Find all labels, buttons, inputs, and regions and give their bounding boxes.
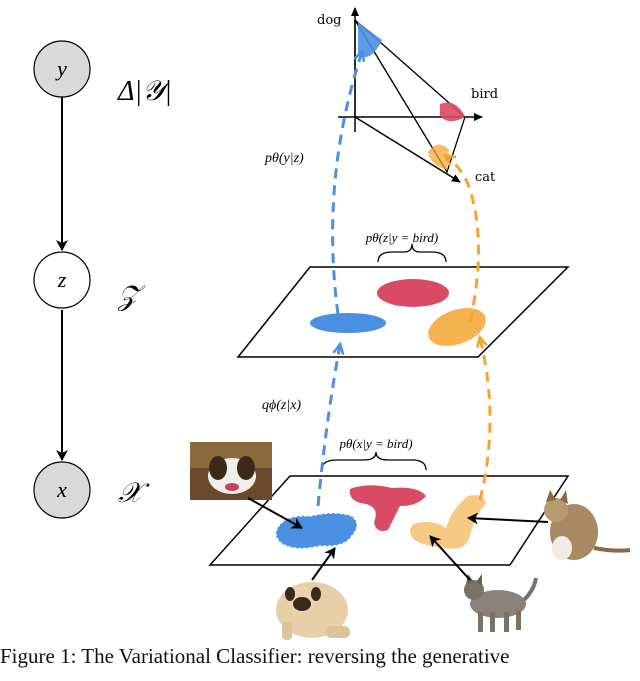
simplex-label-dog: dog: [317, 13, 341, 28]
p-x-given-y-label: pθ(x|y = bird): [338, 436, 412, 451]
figure-caption: Figure 1: The Variational Classifier: re…: [0, 644, 510, 668]
simplex-label-bird: bird: [471, 87, 498, 102]
simplex-axis-cat: [354, 116, 461, 183]
latent-dog-cluster: [310, 313, 386, 333]
data-plane: pθ(x|y = bird): [208, 436, 570, 566]
data-bird-blob: [349, 485, 426, 531]
p-z-given-y-label: pθ(z|y = bird): [365, 230, 438, 245]
space-z-label: 𝒵: [117, 281, 146, 312]
cat-flow-x-to-z: [480, 338, 492, 501]
q-z-given-x-label: qϕ(z|x): [262, 398, 301, 413]
cat-photo-icon: [544, 490, 631, 560]
node-y: [33, 40, 91, 98]
latent-brace: [377, 243, 447, 263]
latent-plane: pθ(z|y = bird): [236, 230, 570, 358]
cat-flow-z-to-y: [446, 156, 480, 323]
latent-bird-cluster: [377, 279, 449, 307]
pug-photo-icon: [276, 582, 350, 640]
simplex-bird-region: [440, 102, 465, 122]
kitten-photo-icon: [464, 574, 538, 632]
node-z: [33, 251, 91, 309]
node-x-label: x: [56, 477, 67, 502]
encoder-flow-x-to-z: [316, 345, 340, 507]
node-z-label: z: [57, 267, 67, 292]
node-y-label: y: [55, 56, 67, 81]
node-x: [33, 461, 91, 519]
data-brace: [321, 451, 427, 471]
simplex: dog bird cat: [317, 7, 498, 185]
data-cat-blob: [410, 495, 486, 549]
space-x-label: 𝒳: [118, 478, 150, 509]
graphical-model: y Δ|𝒴| z 𝒵 x 𝒳: [33, 40, 172, 519]
dog-photo-icon: [190, 442, 272, 500]
p-y-given-z-label: pθ(y|z): [264, 151, 304, 166]
simplex-label-cat: cat: [475, 170, 496, 185]
classifier-flow-z-to-y: [331, 52, 362, 315]
simplex-dog-region: [358, 22, 382, 58]
space-y-label: Δ|𝒴|: [117, 76, 172, 107]
